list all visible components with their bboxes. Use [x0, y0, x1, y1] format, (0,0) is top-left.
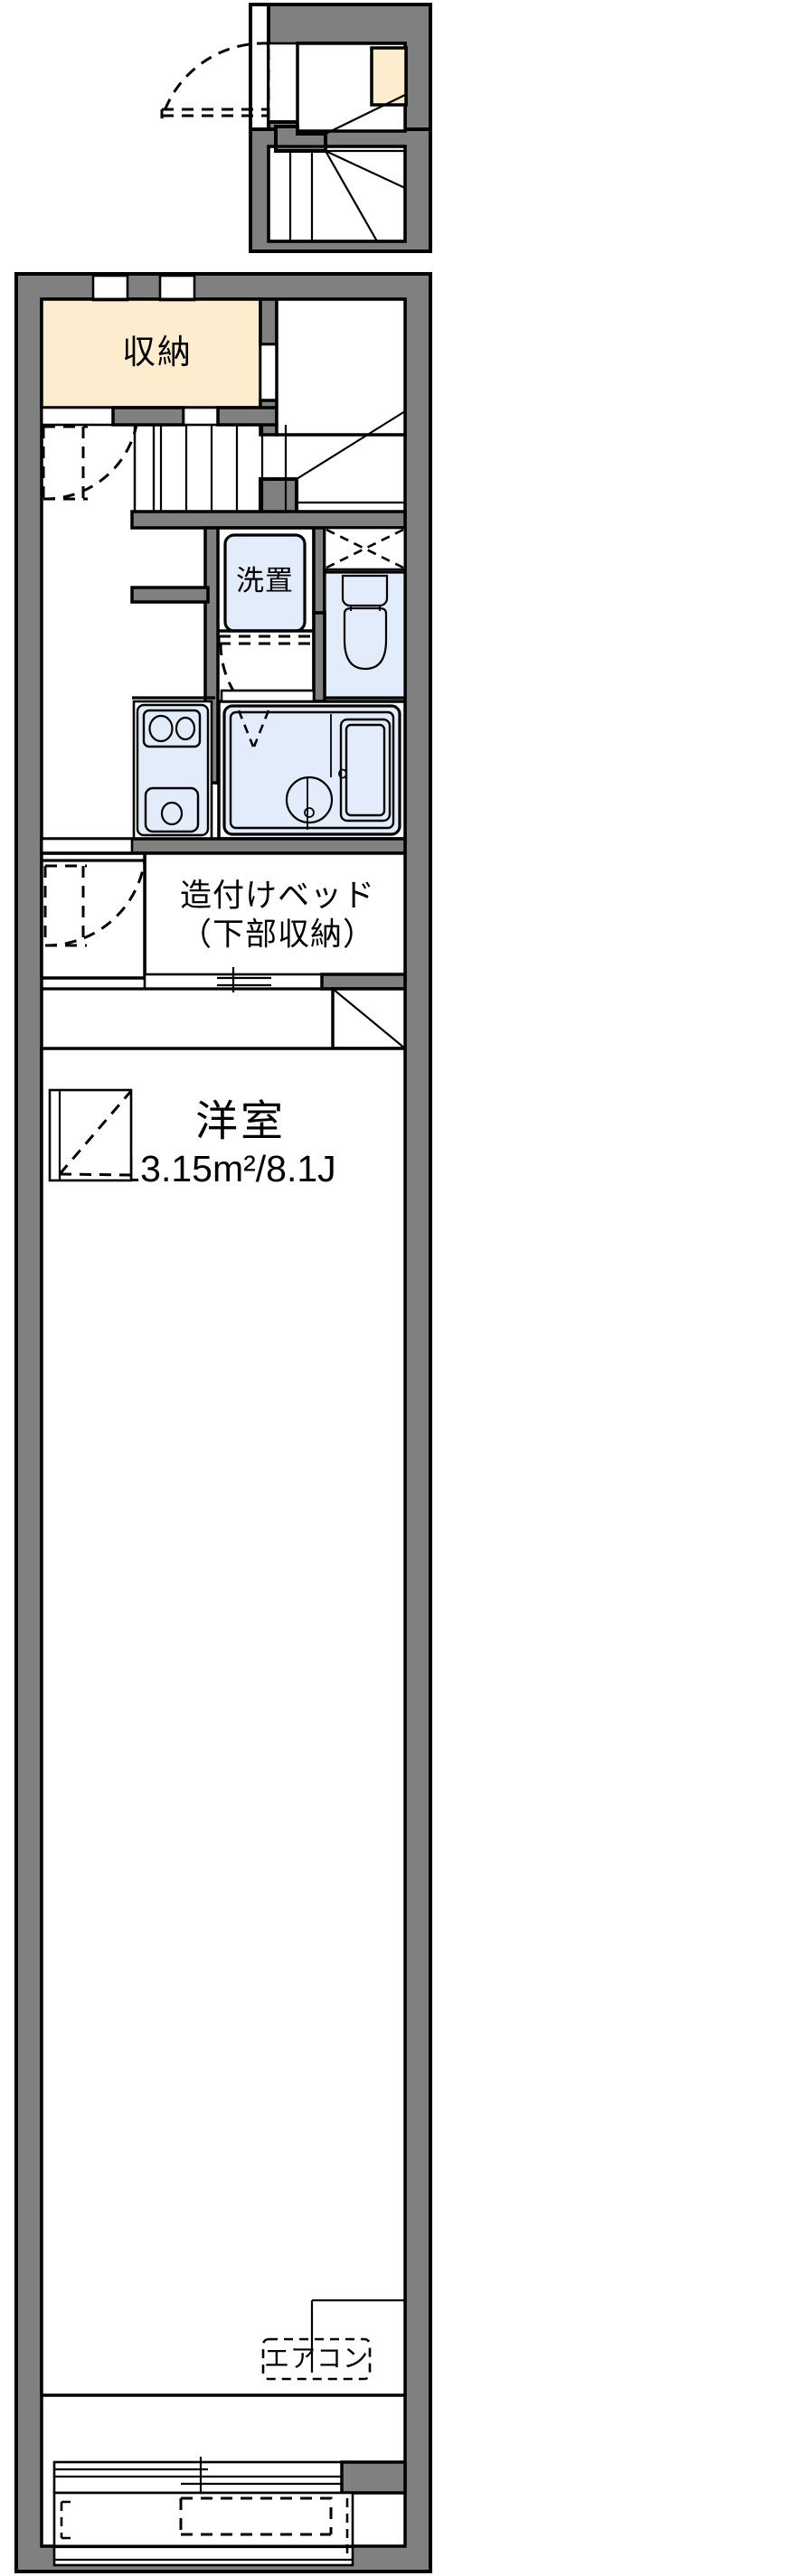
upper-storage-box-2	[370, 46, 408, 107]
kitchen-sink-basin	[144, 786, 200, 833]
toilet-floor	[323, 570, 407, 700]
stair-newel-post-main	[259, 477, 298, 517]
main-perimeter-stroke	[14, 272, 432, 2573]
balcony-section	[52, 2457, 407, 2567]
entrance-door-swing	[44, 860, 146, 947]
washbasin-drain-icon	[304, 807, 315, 818]
air-conditioner-label: エアコン	[264, 2344, 369, 2372]
balcony-railing-outline	[179, 2496, 333, 2536]
kitchen-bottom-gap	[40, 837, 134, 855]
main-unit-section: 洗置	[14, 272, 432, 2573]
toilet-upper-cabinet	[323, 526, 407, 571]
bath-partition	[307, 714, 332, 830]
kitchen-alcove-wall	[130, 586, 210, 604]
built-in-bed-area	[143, 851, 407, 980]
upper-stair-frame	[267, 145, 407, 243]
western-room	[40, 1047, 407, 2397]
air-conditioner-unit: エアコン	[261, 2299, 405, 2381]
upper-left-door-swing	[42, 424, 138, 501]
built-in-bed-label-line2: （下部収納）	[180, 917, 375, 952]
closet-sliding-doors	[40, 406, 279, 427]
upper-perimeter-stroke	[249, 3, 432, 253]
room-area-label: 13.15m²/8.1J	[119, 1148, 335, 1189]
toilet-left-wall	[312, 611, 326, 703]
closet-right-wall	[259, 297, 279, 346]
storage-closet-upper	[40, 297, 262, 409]
upper-loft-section	[160, 3, 432, 253]
left-wall-window-unit	[48, 1088, 133, 1182]
bed-right-wall-stub	[320, 973, 407, 991]
washer-toilet-divider	[312, 526, 326, 615]
stair-bottom-wall	[130, 510, 407, 530]
washer-label: 洗置	[236, 565, 294, 597]
main-inner-perimeter-stroke	[40, 297, 407, 2548]
bath-entry-door	[220, 689, 316, 703]
washbasin-icon	[285, 776, 334, 824]
room-name-label: 洋室	[195, 1096, 286, 1144]
balcony-left-dash	[60, 2500, 71, 2540]
main-staircase-treads-2	[133, 425, 288, 513]
upper-stair-room	[267, 145, 407, 243]
storage-label: 収納	[122, 334, 193, 371]
kitchen-sink-drain-icon	[160, 801, 184, 826]
upper-entrance-door-swing	[160, 42, 269, 119]
stove-burner-left-icon	[148, 714, 174, 743]
entry-hall	[40, 851, 146, 980]
closet-right-gap	[259, 343, 279, 402]
bath-door-swing-icon	[237, 710, 270, 747]
entry-hall-top-line	[42, 851, 145, 862]
upper-entrance-door-panel	[160, 108, 269, 118]
built-in-bed-label-line1: 造付けベッド	[180, 878, 375, 913]
air-conditioner-box	[261, 2337, 372, 2381]
side-closet-diagonal	[332, 988, 406, 1049]
bathtub-inner	[345, 723, 386, 817]
bathtub-drain-icon	[338, 768, 347, 779]
balcony-slab	[52, 2491, 354, 2567]
balcony-right-wall	[340, 2460, 407, 2495]
stair-hall-upper	[275, 297, 407, 437]
toilet-seat-joint	[350, 606, 381, 611]
stove-burner-right-icon	[175, 716, 196, 741]
toilet-bowl	[343, 606, 388, 671]
upper-staircase	[267, 94, 406, 242]
